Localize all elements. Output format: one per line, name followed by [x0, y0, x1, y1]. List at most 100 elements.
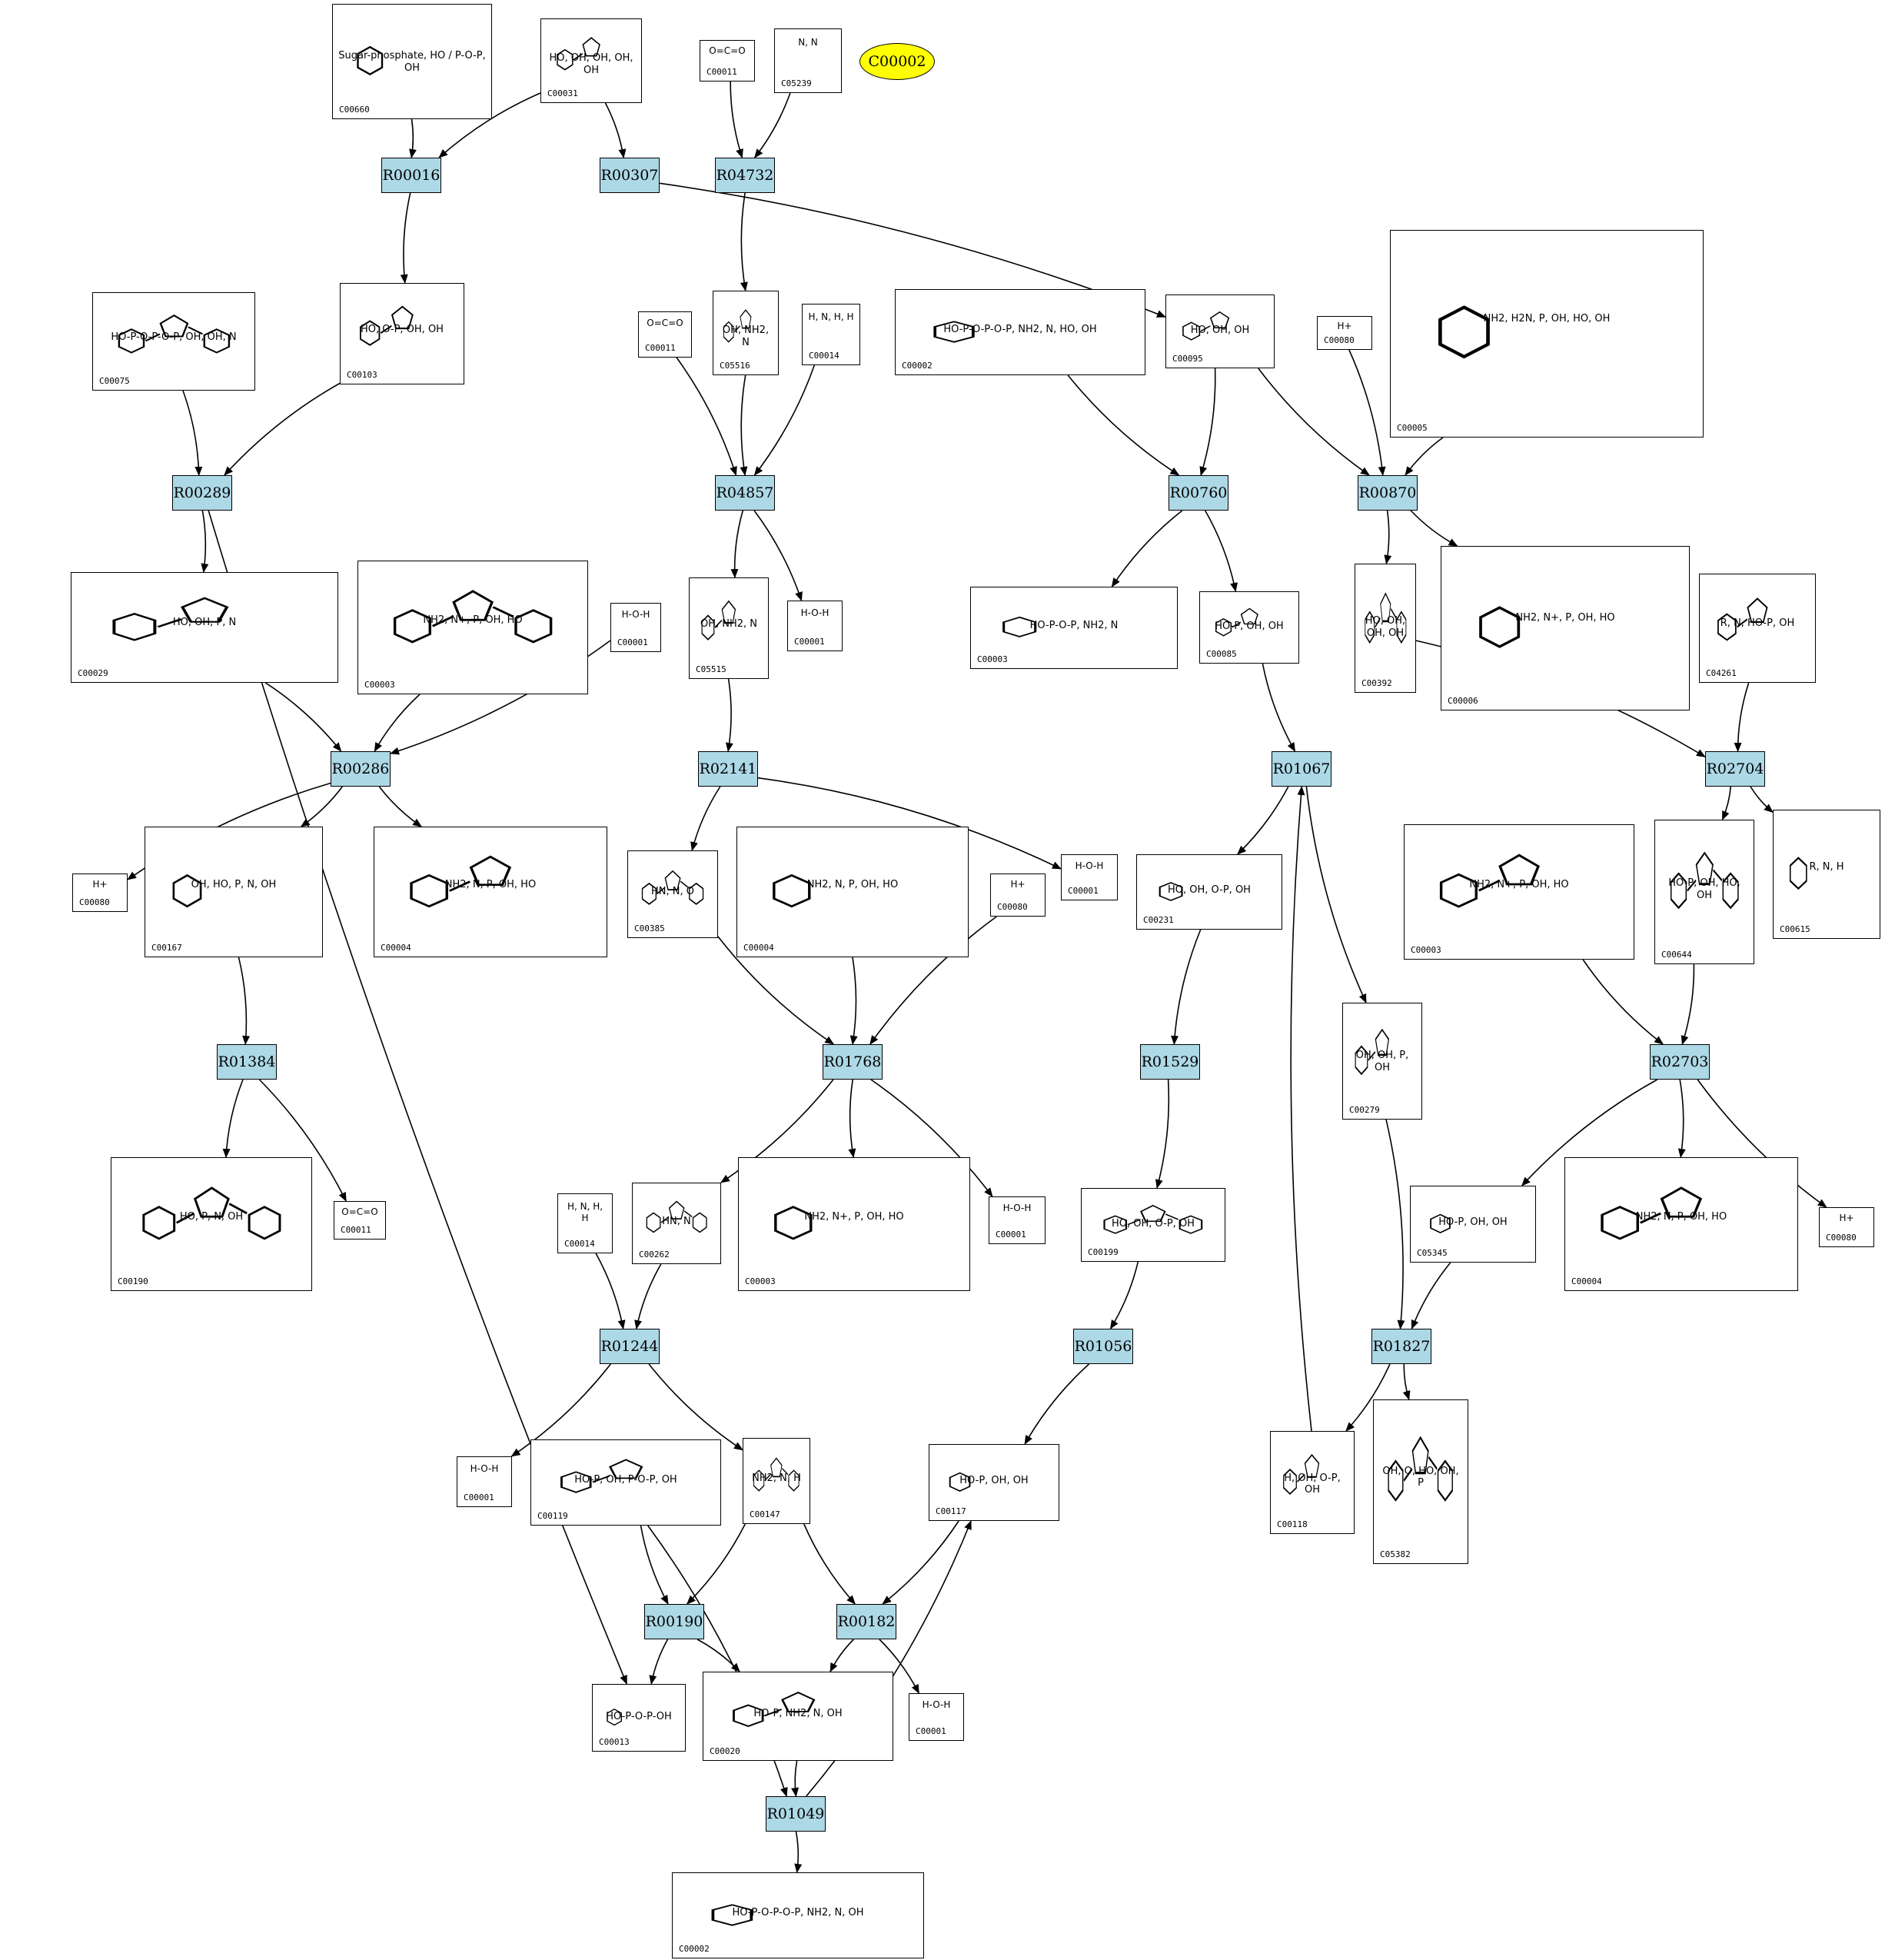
structure-atoms: NH2, N+, P, OH, HO: [1469, 878, 1569, 890]
compound-label: C05345: [1417, 1248, 1448, 1258]
compound-label: C00004: [381, 943, 411, 953]
compound-node-c00080[interactable]: H+C00080: [1819, 1207, 1874, 1247]
reaction-node-r01049[interactable]: R01049: [766, 1796, 826, 1832]
reaction-node-r01056[interactable]: R01056: [1073, 1329, 1133, 1364]
reaction-node-r02703[interactable]: R02703: [1650, 1044, 1710, 1080]
reaction-node-r01827[interactable]: R01827: [1371, 1329, 1431, 1364]
edge-arrow: [1199, 368, 1216, 476]
compound-node-c00080[interactable]: H+C00080: [72, 874, 128, 912]
reaction-node-r00289[interactable]: R00289: [172, 475, 232, 511]
reaction-node-r00016[interactable]: R00016: [381, 158, 441, 193]
reaction-node-r00307[interactable]: R00307: [600, 158, 660, 193]
edge-arrow: [1290, 786, 1312, 1432]
reaction-node-r00182[interactable]: R00182: [836, 1604, 896, 1639]
compound-node-c00080[interactable]: H+C00080: [1317, 316, 1372, 350]
reaction-node-r01067[interactable]: R01067: [1272, 751, 1331, 787]
compound-label: C05516: [720, 361, 750, 371]
edge-arrow: [1262, 663, 1296, 752]
compound-label: C00011: [706, 67, 737, 77]
structure-atoms: HO-P-O-P-O-P, NH2, N, OH: [732, 1907, 864, 1918]
edge-arrow: [1205, 510, 1238, 592]
compound-label: C04261: [1706, 668, 1737, 678]
reaction-node-r00286[interactable]: R00286: [331, 751, 391, 787]
structure-atoms: H+: [1337, 321, 1352, 332]
compound-label: C00029: [78, 668, 108, 678]
edge-arrow: [829, 1639, 854, 1672]
reaction-node-r02141[interactable]: R02141: [698, 751, 758, 787]
reaction-node-r01768[interactable]: R01768: [823, 1044, 883, 1080]
reaction-node-r04732[interactable]: R04732: [715, 158, 775, 193]
reaction-node-r02704[interactable]: R02704: [1705, 751, 1765, 787]
compound-label: C00103: [347, 370, 377, 380]
reaction-node-r00870[interactable]: R00870: [1358, 475, 1418, 511]
structure-atoms: HO-P, OH, HO, OH: [1668, 877, 1740, 901]
selected-compound-node[interactable]: C00002: [859, 43, 935, 80]
edge-arrow: [879, 1639, 920, 1694]
compound-label: C00392: [1361, 678, 1392, 688]
reaction-node-r04857[interactable]: R04857: [715, 475, 775, 511]
edge-arrow: [686, 1523, 746, 1605]
reaction-node-r01244[interactable]: R01244: [600, 1329, 660, 1364]
reaction-node-r01529[interactable]: R01529: [1140, 1044, 1200, 1080]
reaction-node-r00760[interactable]: R00760: [1169, 475, 1228, 511]
edge-arrow: [1345, 1363, 1391, 1432]
compound-node-c00080[interactable]: H+C00080: [990, 874, 1046, 917]
reaction-node-r00190[interactable]: R00190: [644, 1604, 704, 1639]
reaction-node-r01384[interactable]: R01384: [217, 1044, 277, 1080]
edge-arrow: [730, 81, 743, 158]
structure-drawing: [641, 870, 704, 905]
